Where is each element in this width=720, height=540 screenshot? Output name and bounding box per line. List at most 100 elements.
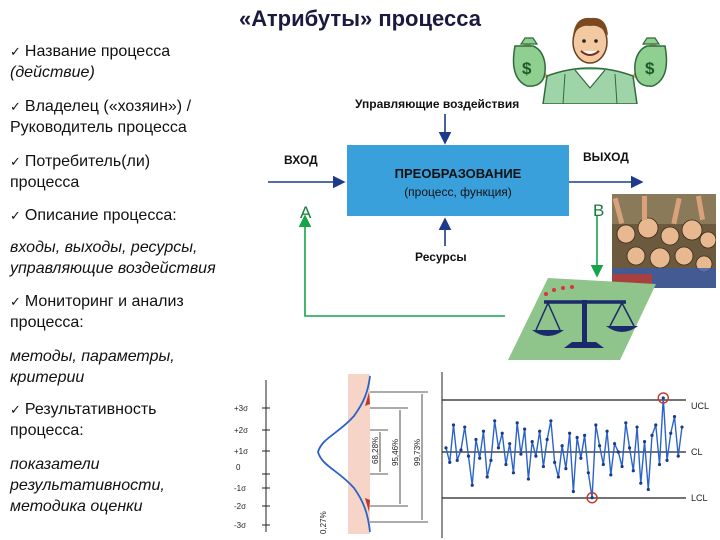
sigma-label: +2σ (234, 426, 248, 435)
check-icon: ✓ (10, 155, 21, 170)
control-point (646, 487, 650, 492)
normal-distribution-chart: +3σ +2σ +1σ 0 -1σ -2σ -3σ 68,28% 95,46% … (234, 374, 428, 534)
list-item-owner-line2: Руководитель процесса (10, 119, 187, 136)
control-point (489, 458, 493, 462)
customers-crowd-image (612, 194, 716, 288)
control-point (545, 437, 549, 442)
input-label: ВХОД (284, 153, 318, 167)
out-of-control-marker (657, 392, 669, 404)
control-point (519, 452, 523, 456)
control-point (508, 442, 512, 446)
resources-label: Ресурсы (415, 250, 467, 264)
control-point (466, 454, 471, 458)
control-point (444, 446, 448, 450)
check-icon: ✓ (10, 209, 21, 224)
control-point (612, 442, 617, 446)
sigma-ticks (262, 407, 270, 526)
control-point (504, 462, 508, 467)
control-point (568, 431, 572, 435)
point-b-label: B (593, 201, 605, 220)
percent-label: 95,46% (391, 439, 400, 466)
control-point (451, 423, 456, 427)
control-point (579, 456, 583, 460)
list-item-effectiveness-line2: процесса: (10, 422, 84, 439)
control-point (448, 460, 452, 464)
control-point (538, 429, 542, 433)
process-box (347, 145, 569, 216)
list-item-name: ✓Название процесса (10, 43, 171, 60)
control-point (654, 423, 658, 427)
svg-text:$: $ (645, 59, 655, 78)
list-item-monitoring: ✓Мониторинг и анализ (10, 293, 184, 310)
control-point (575, 435, 579, 440)
control-point (594, 423, 598, 427)
scales-icon (508, 278, 656, 360)
list-item-owner: ✓Владелец («хозяин») / (10, 98, 192, 115)
control-point (583, 433, 587, 437)
control-point (485, 475, 489, 479)
control-point (665, 458, 669, 462)
control-point (526, 477, 531, 481)
output-label: ВЫХОД (583, 150, 629, 164)
check-icon: ✓ (10, 403, 21, 418)
list-item-effectiveness-detail: показатели (10, 456, 100, 473)
out-of-control-marker (586, 492, 598, 504)
list-item-monitoring-detail: методы, параметры, (10, 348, 175, 365)
control-chart: UCL CL LCL (441, 372, 709, 538)
control-series-line (445, 397, 683, 498)
control-point (493, 419, 497, 423)
point-a-label: A (300, 203, 312, 222)
control-point (541, 464, 545, 469)
control-point (515, 421, 519, 425)
svg-text:$: $ (522, 59, 532, 78)
control-point (463, 425, 467, 429)
list-item-consumer: ✓Потребитель(ли) (10, 153, 151, 170)
check-icon: ✓ (10, 45, 21, 60)
percent-label: 68,28% (371, 437, 380, 464)
list-item-monitoring-line2: процесса: (10, 314, 84, 331)
cl-label: CL (691, 447, 703, 457)
sigma-label: +1σ (234, 447, 248, 456)
bell-curve (317, 375, 371, 533)
control-point (534, 454, 538, 458)
feedback-loop-back (298, 214, 505, 317)
sigma-label: -2σ (234, 502, 246, 511)
list-item-description-detail2: управляющие воздействия (10, 260, 216, 277)
control-point (459, 448, 463, 452)
control-label: Управляющие воздействия (355, 97, 520, 111)
sigma-label: -1σ (234, 484, 246, 493)
sigma-label: +3σ (234, 404, 248, 413)
sigma-label: 0 (236, 463, 241, 472)
control-point (650, 433, 654, 437)
control-point (616, 450, 620, 454)
control-point (627, 446, 632, 450)
control-point (639, 481, 643, 485)
process-box-title: ПРЕОБРАЗОВАНИЕ (394, 166, 522, 181)
control-point (549, 419, 553, 423)
list-item-effectiveness: ✓Результативность (10, 401, 157, 418)
ucl-label: UCL (691, 401, 709, 411)
list-item-consumer-line2: процесса (10, 174, 80, 191)
control-point (672, 415, 677, 419)
list-item-description: ✓Описание процесса: (10, 207, 177, 224)
control-point (523, 427, 527, 431)
control-point (564, 467, 568, 471)
control-point (624, 421, 628, 425)
control-point (496, 446, 501, 450)
control-point (590, 496, 594, 500)
list-item-effectiveness-detail2: результативности, (10, 477, 165, 494)
sigma-label: -3σ (234, 521, 246, 530)
control-point (661, 396, 665, 400)
control-point (530, 440, 534, 444)
control-point (605, 429, 609, 433)
check-icon: ✓ (10, 295, 21, 310)
control-point (620, 464, 624, 469)
control-point (601, 462, 605, 467)
slide-title: «Атрибуты» процесса (239, 6, 481, 31)
control-point (500, 431, 504, 435)
sigma-band (348, 374, 370, 534)
control-point (560, 444, 564, 448)
control-point (553, 460, 557, 464)
control-point (455, 458, 459, 462)
control-point (635, 425, 639, 429)
